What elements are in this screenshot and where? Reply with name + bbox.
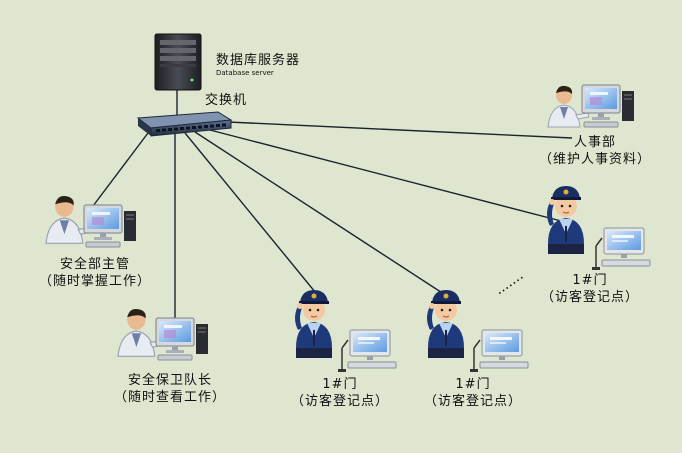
hr-station (547, 84, 635, 128)
hr-label: 人事部 （维护人事资料） (530, 134, 660, 168)
visitor-2-label-line1: 1#门 (455, 377, 491, 392)
workstation-icon (581, 84, 635, 128)
police-officer-icon (426, 289, 465, 359)
link-switch-visitor-2 (194, 131, 451, 299)
police-officer-icon (294, 289, 333, 359)
workstation-icon (83, 204, 137, 248)
server-label: 数据库服务器 Database server (216, 52, 300, 78)
security-chief-label-line1: 安全部主管 (59, 257, 130, 272)
visitor-station-2 (426, 289, 529, 373)
security-chief-label: 安全部主管 （随时掌握工作） (30, 256, 160, 290)
hr-label-line2: （维护人事资料） (538, 152, 651, 167)
guard-captain-label-line2: （随时查看工作） (113, 390, 226, 405)
guard-captain-label: 安全保卫队长 （随时查看工作） (100, 372, 240, 406)
workstation-icon (591, 227, 651, 271)
visitor-3-label-line2: （访客登记点） (540, 290, 639, 305)
visitor-3-label-line1: 1#门 (572, 273, 608, 288)
link-switch-visitor-1 (184, 132, 321, 299)
hr-label-line1: 人事部 (573, 135, 616, 150)
guard-captain-station (117, 308, 209, 361)
link-switch-hr (227, 121, 573, 139)
visitor-2-label: 1#门 （访客登记点） (408, 376, 538, 410)
network-links (89, 90, 573, 320)
server-title: 数据库服务器 (216, 53, 301, 68)
link-switch-security-chief (89, 132, 149, 211)
guard-captain-label-line1: 安全保卫队长 (127, 373, 212, 388)
security-chief-label-line2: （随时掌握工作） (38, 274, 151, 289)
visitor-station-3 (546, 185, 651, 271)
visitor-1-label-line1: 1#门 (322, 377, 358, 392)
server-subtitle: Database server (216, 69, 274, 77)
workstation-icon (155, 317, 209, 361)
visitor-station-1 (294, 289, 397, 373)
visitor-1-label: 1#门 （访客登记点） (275, 376, 405, 410)
switch-label: 交换机 (205, 93, 248, 108)
visitor-1-label-line2: （访客登记点） (290, 394, 389, 409)
switch-icon (136, 111, 233, 137)
link-switch-visitor-3 (209, 129, 566, 223)
workstation-icon (337, 329, 397, 373)
server-icon (154, 33, 202, 91)
workstation-icon (469, 329, 529, 373)
visitor-3-label: 1#门 （访客登记点） (525, 272, 655, 306)
visitor-2-label-line2: （访客登记点） (423, 394, 522, 409)
security-chief-station (45, 195, 137, 248)
police-officer-icon (546, 185, 585, 255)
